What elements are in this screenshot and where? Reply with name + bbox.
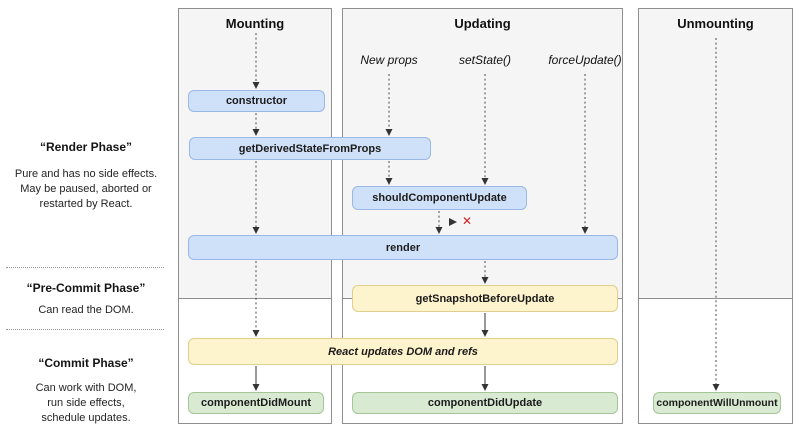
box-should-component-update: shouldComponentUpdate [352, 186, 527, 210]
pre-commit-phase-description: Can read the DOM. [38, 304, 134, 316]
commit-phase-label: “Commit Phase” [2, 356, 170, 370]
pre-commit-phase-label: “Pre-Commit Phase” [2, 281, 170, 295]
render-phase-band [639, 9, 792, 299]
box-render: render [188, 235, 618, 260]
box-component-did-mount: componentDidMount [188, 392, 324, 414]
column-unmounting: Unmounting [638, 8, 793, 424]
column-mounting-header: Mounting [225, 16, 285, 31]
pre-commit-phase-title: “Pre-Commit Phase” [26, 281, 146, 295]
box-get-derived-state-from-props: getDerivedStateFromProps [189, 137, 431, 160]
box-get-snapshot-before-update: getSnapshotBeforeUpdate [352, 285, 618, 312]
commit-phase-title: “Commit Phase” [38, 356, 134, 370]
box-component-did-update: componentDidUpdate [352, 392, 618, 414]
phase-separator [6, 267, 164, 268]
cancel-update-x-icon: ✕ [462, 214, 473, 228]
render-phase-label: “Render Phase” [2, 140, 170, 154]
column-updating-header: Updating [454, 16, 511, 31]
commit-phase-description: Can work with DOM, run side effects, sch… [35, 382, 137, 424]
box-constructor: constructor [188, 90, 325, 112]
box-component-will-unmount: componentWillUnmount [653, 392, 781, 414]
trigger-new-props: New props [360, 53, 418, 67]
render-phase-title: “Render Phase” [39, 140, 133, 154]
box-react-updates-dom: React updates DOM and refs [188, 338, 618, 365]
phase-separator [6, 329, 164, 330]
trigger-set-state: setState() [458, 53, 512, 67]
trigger-force-update: forceUpdate() [548, 53, 622, 67]
column-unmounting-header: Unmounting [677, 16, 754, 31]
render-phase-description: Pure and has no side effects. May be pau… [14, 168, 158, 210]
